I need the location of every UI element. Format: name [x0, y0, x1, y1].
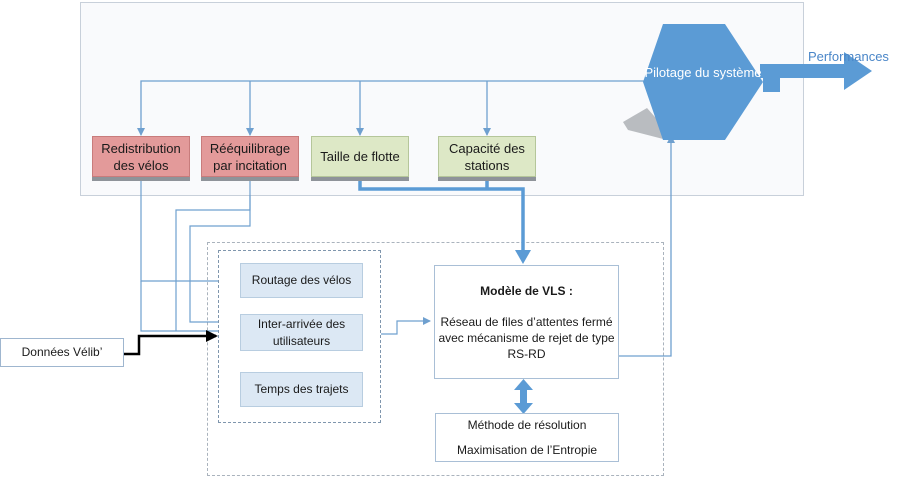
routage-label: Routage des vélos	[251, 273, 352, 287]
methode-line-1: Méthode de résolution	[467, 418, 587, 432]
redistribution-label: Redistribution des vélos	[101, 140, 181, 173]
capacite-label: Capacité des stations	[449, 140, 525, 173]
modele-title: Modèle de VLS :	[480, 284, 573, 298]
inter-arrivee-box: Inter-arrivée des utilisateurs	[240, 314, 363, 351]
temps-trajets-box: Temps des trajets	[240, 372, 363, 407]
pilotage-hexagon	[620, 22, 850, 142]
modele-box: Modèle de VLS : Réseau de files d’attent…	[434, 265, 619, 379]
performances-arrow	[760, 52, 872, 90]
donnees-velib-label: Données Vélib’	[21, 345, 103, 359]
methode-line-2: Maximisation de l’Entropie	[456, 443, 598, 457]
routage-box: Routage des vélos	[240, 263, 363, 298]
temps-trajets-label: Temps des trajets	[254, 382, 349, 396]
modele-text: Réseau de files d’attentes fermé avec mé…	[438, 315, 615, 361]
taille-flotte-box: Taille de flotte	[311, 136, 409, 177]
methode-box: Méthode de résolution Maximisation de l’…	[435, 413, 619, 462]
inter-arrivee-label: Inter-arrivée des utilisateurs	[257, 316, 346, 348]
reequilibrage-box: Rééquilibrage par incitation	[201, 136, 299, 177]
pilotage-label: Pilotage du système	[644, 65, 762, 80]
taille-flotte-label: Taille de flotte	[320, 149, 400, 164]
performances-label: Performances	[808, 49, 889, 64]
redistribution-box: Redistribution des vélos	[92, 136, 190, 177]
reequilibrage-label: Rééquilibrage par incitation	[209, 140, 291, 173]
donnees-velib-box: Données Vélib’	[0, 338, 124, 367]
model-frame	[207, 242, 664, 476]
capacite-box: Capacité des stations	[438, 136, 536, 177]
